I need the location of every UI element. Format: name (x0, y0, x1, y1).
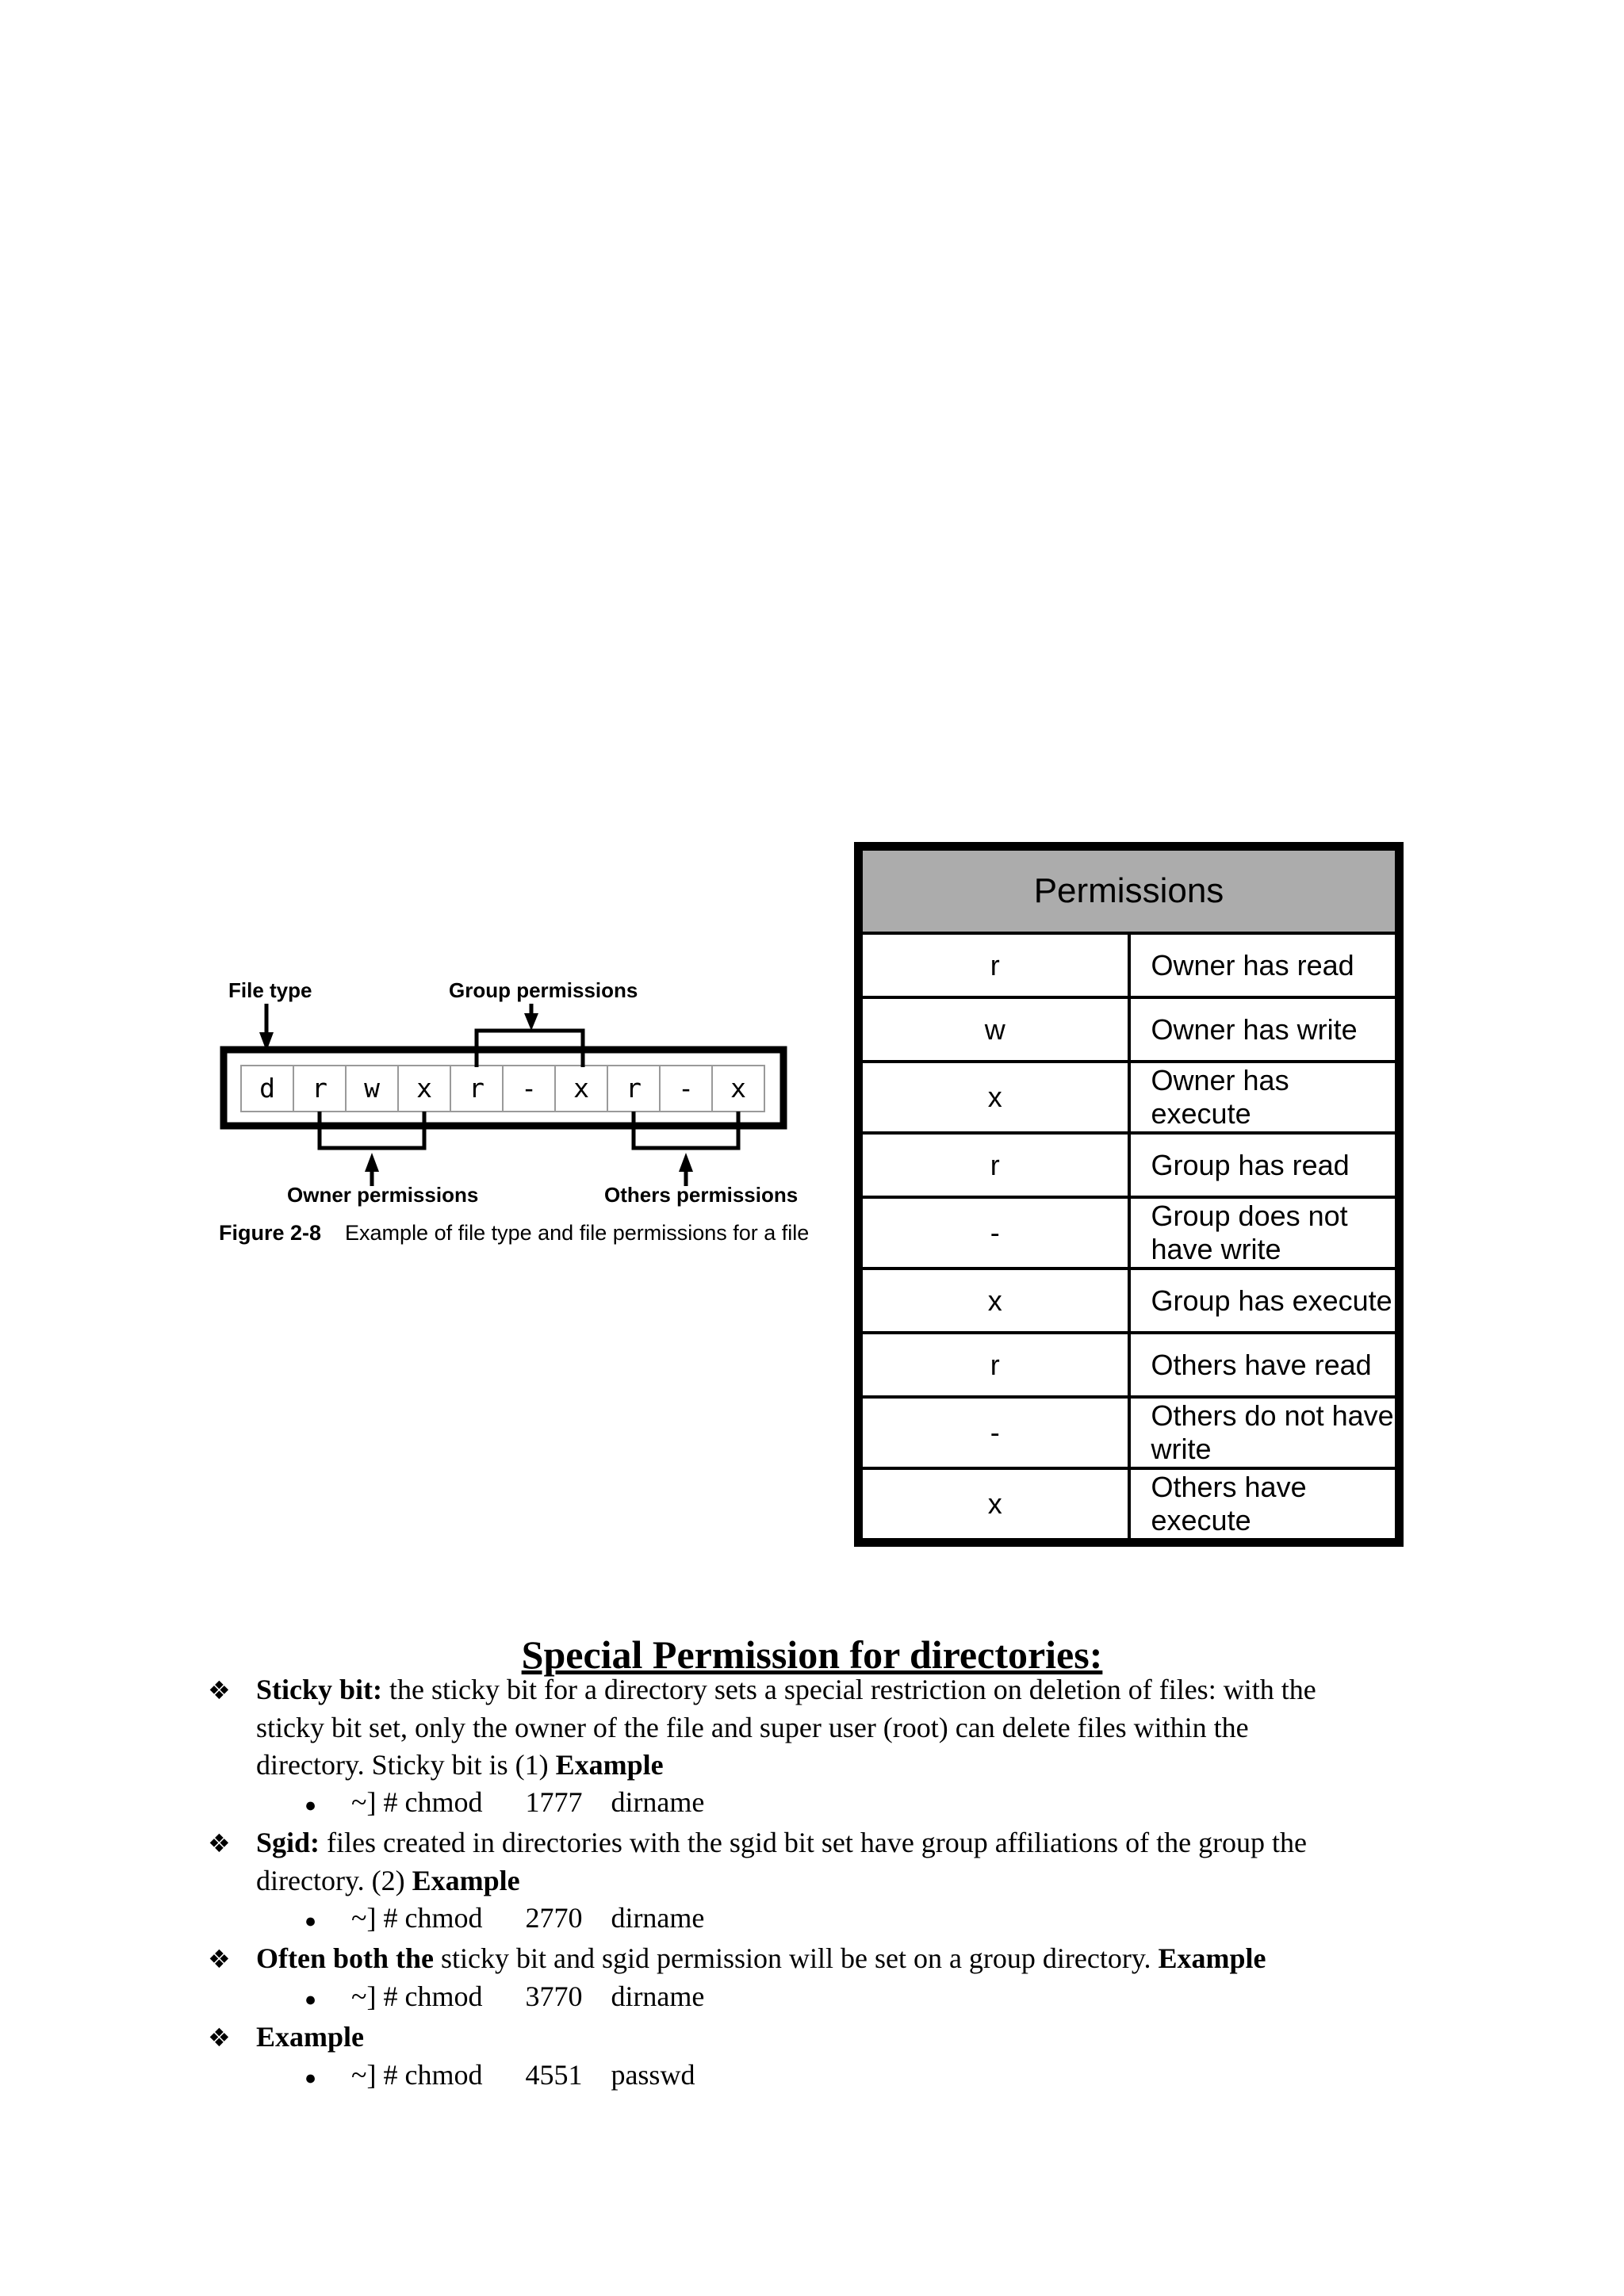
dot-bullet-icon: ● (304, 1911, 317, 1932)
table-row: x Group has execute (856, 1267, 1401, 1334)
body-text: sticky bit and sgid permission will be s… (434, 1942, 1159, 1974)
permission-cell-letter: x (416, 1073, 432, 1104)
description-cell: Owner has write (1127, 996, 1401, 1063)
description-cell: Group has read (1127, 1131, 1401, 1199)
continuation-line: directory. Sticky bit is (1) Example (0, 1747, 1624, 1784)
file-type-label: File type (228, 978, 312, 1002)
dot-bullet-icon: ● (304, 1795, 317, 1816)
sub-bullet-line: ● ~] # chmod 2770 dirname (0, 1900, 1624, 1940)
description-cell: Others do not have write (1127, 1395, 1401, 1470)
section-body: ❖ Sticky bit: the sticky bit for a direct… (0, 1671, 1624, 2097)
permission-cell-letter: r (469, 1073, 485, 1104)
continuation-line: sticky bit set, only the owner of the fi… (0, 1709, 1624, 1747)
description-cell: Owner has execute (1127, 1060, 1401, 1135)
permission-cell-letter: x (730, 1073, 746, 1104)
table-row: x Others have execute (856, 1467, 1401, 1544)
symbol-cell: r (856, 1131, 1131, 1199)
permissions-table: Permissions r Owner has read w Owner has… (854, 842, 1404, 1547)
bullet-line: ❖ Example (0, 2019, 1624, 2057)
others-permissions-label: Others permissions (604, 1183, 799, 1207)
term-text: Example (256, 2021, 365, 2053)
sub-bullet-line: ● ~] # chmod 1777 dirname (0, 1784, 1624, 1824)
permission-cell-letter: w (364, 1073, 380, 1104)
diamond-bullet-icon: ❖ (208, 1944, 231, 1974)
section-heading-text: Special Permission for directories: (521, 1632, 1103, 1677)
table-row: - Group does not have write (856, 1196, 1401, 1270)
body-text: files created in directories with the sg… (320, 1827, 1308, 1858)
example-label: Example (555, 1749, 664, 1781)
figure-caption-label: Figure 2-8 (219, 1221, 322, 1245)
table-row: r Group has read (856, 1131, 1401, 1199)
permission-cell-letter: d (259, 1073, 275, 1104)
bullet-line: ❖ Sticky bit: the sticky bit for a direct… (0, 1671, 1624, 1709)
permission-cell-letter: r (626, 1073, 642, 1104)
section-heading: Special Permission for directories: (0, 1632, 1624, 1678)
group-bracket (474, 1028, 585, 1067)
others-bracket (631, 1112, 741, 1150)
symbol-cell: r (856, 932, 1131, 999)
down-arrow-icon (524, 1004, 538, 1031)
symbol-cell: - (856, 1196, 1131, 1270)
figure-linework (220, 1004, 787, 1186)
figure-caption: Figure 2-8 Example of file type and file … (219, 1221, 809, 1246)
permission-cell-letter: r (312, 1073, 327, 1104)
bullet-line: ❖ Sgid: files created in directories with… (0, 1824, 1624, 1862)
table-row: - Others do not have write (856, 1395, 1401, 1470)
symbol-cell: x (856, 1267, 1131, 1334)
figure-caption-text: Example of file type and file permission… (345, 1221, 810, 1245)
symbol-cell: x (856, 1060, 1131, 1135)
permission-cell-letter: - (521, 1073, 537, 1104)
command-text: ~] # chmod 2770 dirname (351, 1902, 705, 1934)
table-row: x Owner has execute (856, 1060, 1401, 1135)
diamond-bullet-icon: ❖ (208, 1828, 231, 1858)
owner-permissions-label: Owner permissions (287, 1183, 479, 1207)
diamond-bullet-icon: ❖ (208, 1675, 231, 1705)
sub-bullet-line: ● ~] # chmod 4551 passwd (0, 2057, 1624, 2097)
body-text: sticky bit set, only the owner of the fi… (256, 1712, 1249, 1743)
command-text: ~] # chmod 3770 dirname (351, 1980, 705, 2012)
bullet-line: ❖ Often both the sticky bit and sgid perm… (0, 1940, 1624, 1978)
sub-bullet-line: ● ~] # chmod 3770 dirname (0, 1978, 1624, 2019)
body-text: directory. (2) (256, 1865, 412, 1896)
table-row: w Owner has write (856, 996, 1401, 1063)
table-row: r Owner has read (856, 932, 1401, 999)
body-text: the sticky bit for a directory sets a sp… (382, 1674, 1316, 1705)
command-text: ~] # chmod 4551 passwd (351, 2059, 695, 2091)
table-header-row: Permissions (856, 844, 1401, 935)
term-text: Sgid: (256, 1827, 320, 1858)
up-arrow-icon (365, 1153, 379, 1186)
example-label: Example (412, 1865, 520, 1896)
symbol-cell: x (856, 1467, 1131, 1544)
example-label: Example (1158, 1942, 1266, 1974)
dot-bullet-icon: ● (304, 2068, 317, 2089)
term-text: Often both the (256, 1942, 434, 1974)
command-text: ~] # chmod 1777 dirname (351, 1786, 705, 1818)
continuation-line: directory. (2) Example (0, 1862, 1624, 1900)
down-arrow-icon (259, 1004, 274, 1051)
permission-cells (240, 1065, 765, 1112)
description-cell: Group has execute (1127, 1267, 1401, 1334)
description-cell: Others have execute (1127, 1467, 1401, 1544)
permission-cell-letter: x (573, 1073, 589, 1104)
description-cell: Others have read (1127, 1331, 1401, 1399)
permission-cell-letter: - (678, 1073, 694, 1104)
dot-bullet-icon: ● (304, 1989, 317, 2011)
symbol-cell: w (856, 996, 1131, 1063)
table-header: Permissions (856, 844, 1401, 935)
description-cell: Owner has read (1127, 932, 1401, 999)
group-permissions-label: Group permissions (449, 978, 638, 1002)
owner-bracket (317, 1112, 427, 1150)
term-text: Sticky bit: (256, 1674, 383, 1705)
description-cell: Group does not have write (1127, 1196, 1401, 1270)
body-text: directory. Sticky bit is (1) (256, 1749, 556, 1781)
table-row: r Others have read (856, 1331, 1401, 1399)
symbol-cell: - (856, 1395, 1131, 1470)
up-arrow-icon (679, 1153, 693, 1186)
symbol-cell: r (856, 1331, 1131, 1399)
diamond-bullet-icon: ❖ (208, 2022, 231, 2053)
